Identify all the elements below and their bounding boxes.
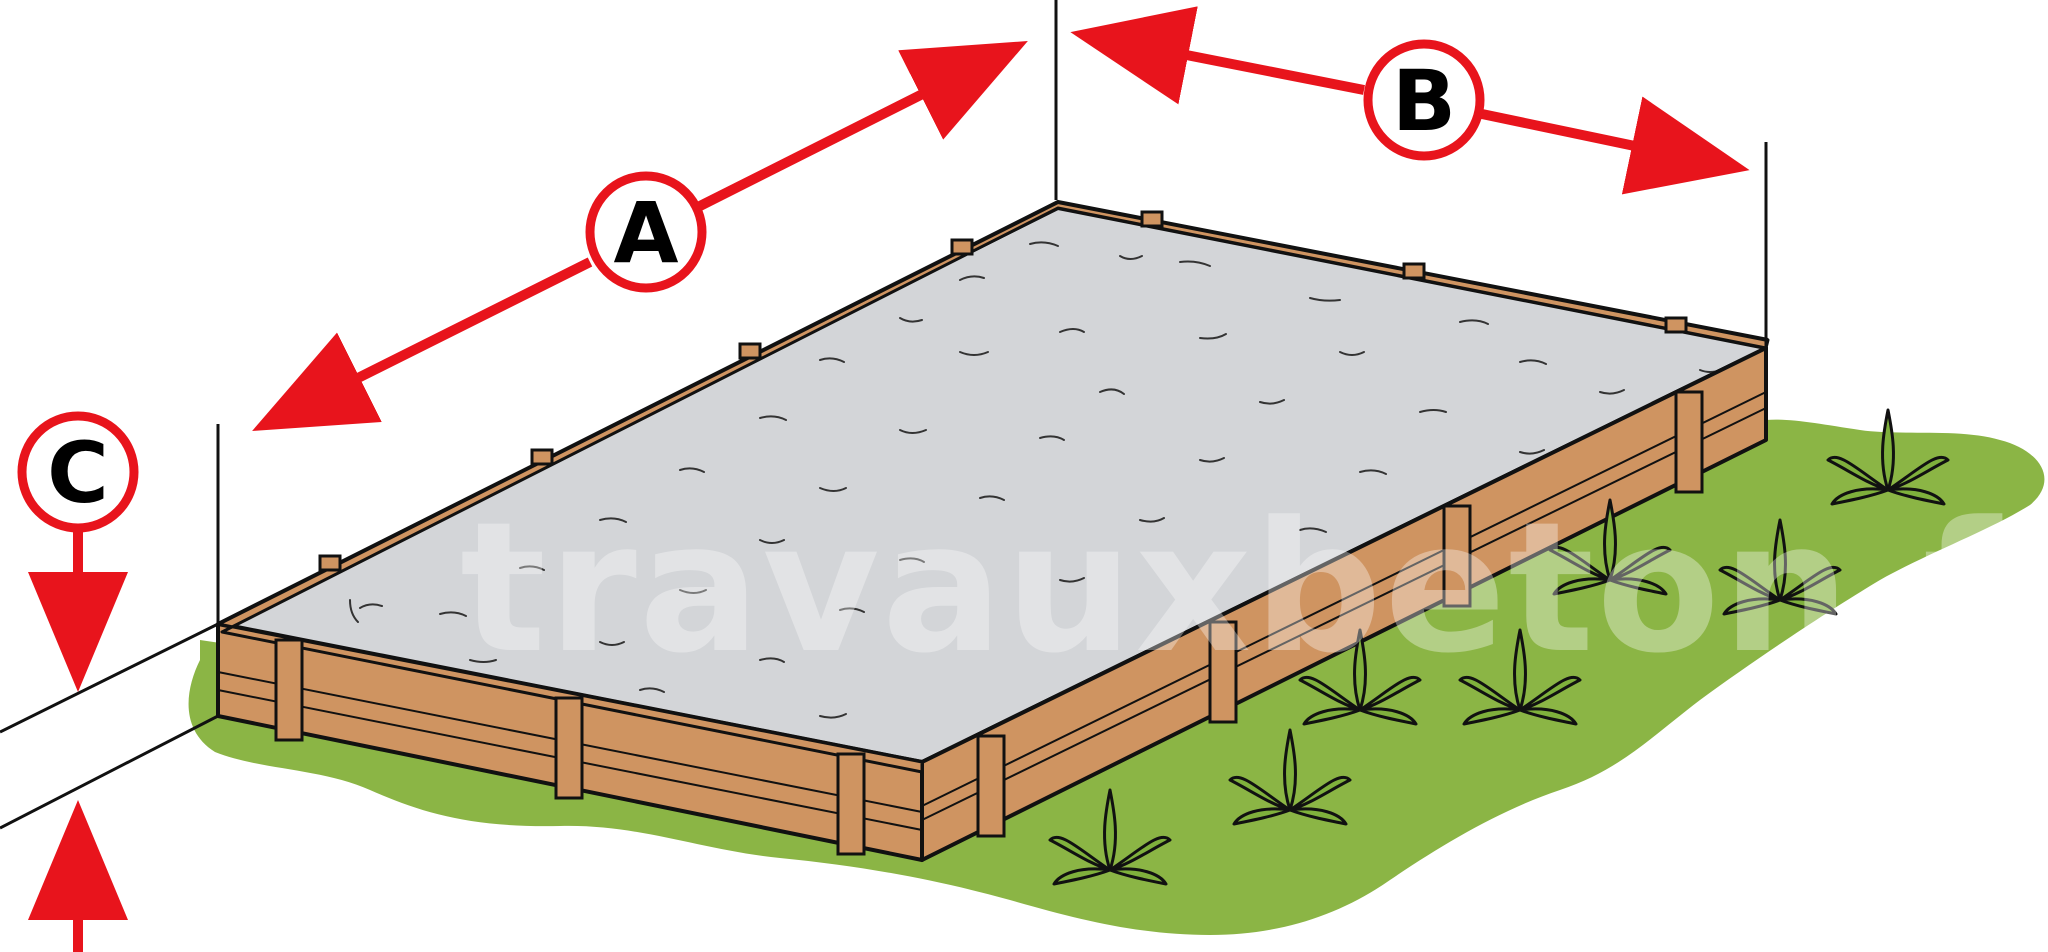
dimension-badge-b [1363, 39, 1485, 161]
label-a: A [613, 184, 678, 282]
dimension-a: A [252, 41, 1028, 431]
leafy-plant-icon [1718, 518, 1842, 616]
dimension-arrow-a [252, 257, 593, 431]
dimension-badge-c [17, 411, 139, 533]
leafy-plant-icon [1048, 788, 1172, 886]
concrete-texture [349, 241, 1721, 719]
leafy-plant-icon [1458, 628, 1582, 726]
dimension-c: C [17, 411, 139, 952]
formwork-board-side [920, 346, 1768, 862]
label-b: B [1392, 52, 1456, 150]
label-c: C [47, 424, 109, 522]
dimension-b: B [1070, 6, 1750, 195]
leafy-plant-icon [1298, 628, 1422, 726]
plants [1048, 408, 1950, 886]
watermark-text: travauxbeton.fr [460, 484, 2048, 693]
leafy-plant-icon [1228, 728, 1352, 826]
leafy-plant-icon [1826, 408, 1950, 506]
dimension-badge-a [585, 171, 707, 293]
formwork-stakes [274, 210, 1704, 856]
leafy-plant-icon [1548, 498, 1672, 596]
